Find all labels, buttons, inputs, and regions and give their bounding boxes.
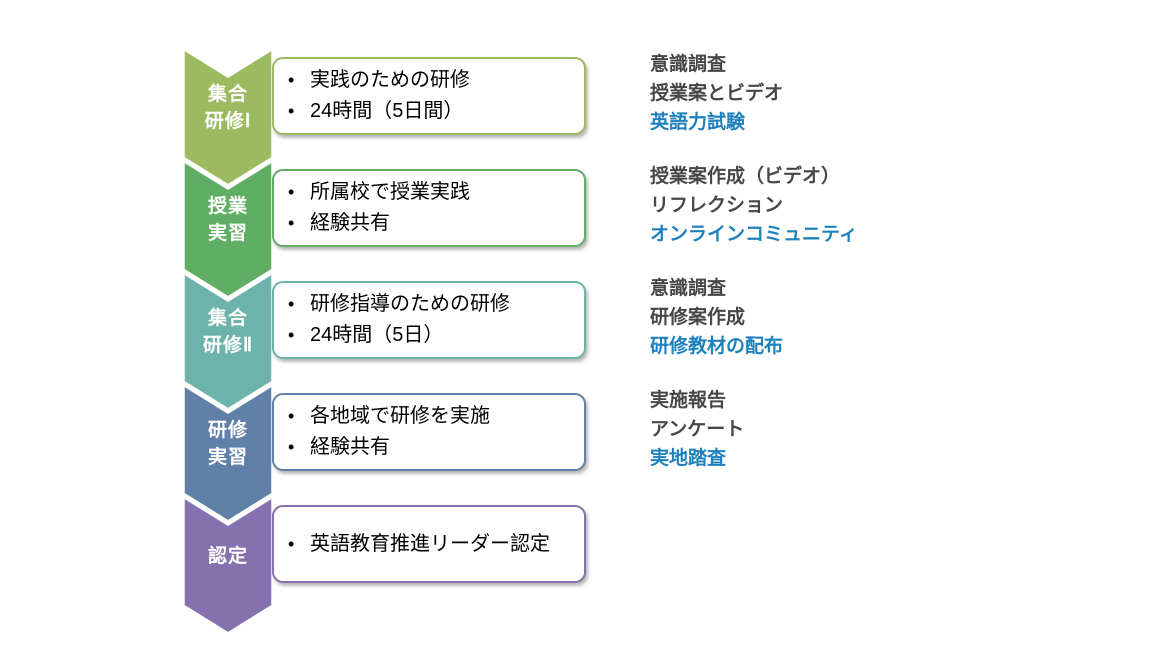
stage-label-line: 集合 [207,84,248,105]
stage-box-4: • 各地域で研修を実施 • 経験共有 [272,393,586,471]
note-line: 実施報告 [650,390,727,411]
bullet-text: 24時間（5日間） [310,100,464,122]
stage-label-2: 授業 実習 [181,188,275,252]
stage-label-3: 集合 研修Ⅱ [181,300,275,364]
bullet-dot-icon: • [288,437,295,457]
bullet-text: 実践のための研修 [310,69,470,91]
bullet-item: • 24時間（5日間） [288,96,574,127]
stage-box-5: • 英語教育推進リーダー認定 [272,505,586,583]
bullet-text: 24時間（5日） [310,324,444,346]
note-line: 授業案とビデオ [650,83,784,104]
stage-label-line: 実習 [207,447,248,468]
stage-notes-1: 意識調査 授業案とビデオ 英語力試験 [650,50,970,137]
bullet-dot-icon: • [288,101,295,121]
stage-label-line: 授業 [207,196,248,217]
stage-label-line: 認定 [207,545,248,567]
note-line: 意識調査 [650,54,727,75]
stage-box-2: • 所属校で授業実践 • 経験共有 [272,169,586,247]
stage-label-line: 研修Ⅱ [202,335,254,356]
stage-label-line: 実習 [207,223,248,244]
bullet-item: • 24時間（5日） [288,320,574,351]
bullet-text: 経験共有 [310,436,390,458]
bullet-text: 所属校で授業実践 [310,181,470,203]
note-line-highlight: 研修教材の配布 [650,336,784,357]
bullet-item: • 研修指導のための研修 [288,289,574,320]
note-line-highlight: オンラインコミュニティ [650,224,858,245]
process-chevrons [181,44,275,637]
bullet-text: 英語教育推進リーダー認定 [310,532,550,555]
bullet-dot-icon: • [288,182,295,202]
bullet-item: • 各地域で研修を実施 [288,401,574,432]
bullet-item: • 経験共有 [288,208,574,239]
note-line: 研修案作成 [650,307,746,328]
note-line: リフレクション [650,195,784,216]
stage-label-4: 研修 実習 [181,412,275,476]
stage-label-line: 研修Ⅰ [204,111,252,132]
note-line-highlight: 英語力試験 [650,112,746,133]
stage-label-1: 集合 研修Ⅰ [181,76,275,140]
stage-notes-3: 意識調査 研修案作成 研修教材の配布 [650,274,970,361]
stage-label-5: 認定 [181,524,275,588]
note-line: 授業案作成（ビデオ） [650,166,841,187]
bullet-item: • 所属校で授業実践 [288,177,574,208]
note-line: アンケート [650,419,745,440]
stage-notes-2: 授業案作成（ビデオ） リフレクション オンラインコミュニティ [650,162,970,249]
stage-label-line: 研修 [207,420,248,441]
bullet-text: 研修指導のための研修 [310,293,510,315]
bullet-text: 各地域で研修を実施 [310,405,490,427]
stage-notes-4: 実施報告 アンケート 実地踏査 [650,386,970,473]
stage-box-3: • 研修指導のための研修 • 24時間（5日） [272,281,586,359]
bullet-dot-icon: • [288,406,295,426]
bullet-dot-icon: • [288,325,295,345]
note-line-highlight: 実地踏査 [650,448,727,469]
bullet-item: • 英語教育推進リーダー認定 [288,529,574,560]
chevron-stage-5 [181,492,275,637]
bullet-dot-icon: • [288,213,295,233]
bullet-dot-icon: • [288,294,295,314]
bullet-item: • 実践のための研修 [288,65,574,96]
note-line: 意識調査 [650,278,727,299]
bullet-dot-icon: • [288,70,295,90]
bullet-item: • 経験共有 [288,432,574,463]
stage-label-line: 集合 [207,308,248,329]
bullet-text: 経験共有 [310,212,390,234]
stage-box-1: • 実践のための研修 • 24時間（5日間） [272,57,586,135]
bullet-dot-icon: • [288,533,295,554]
